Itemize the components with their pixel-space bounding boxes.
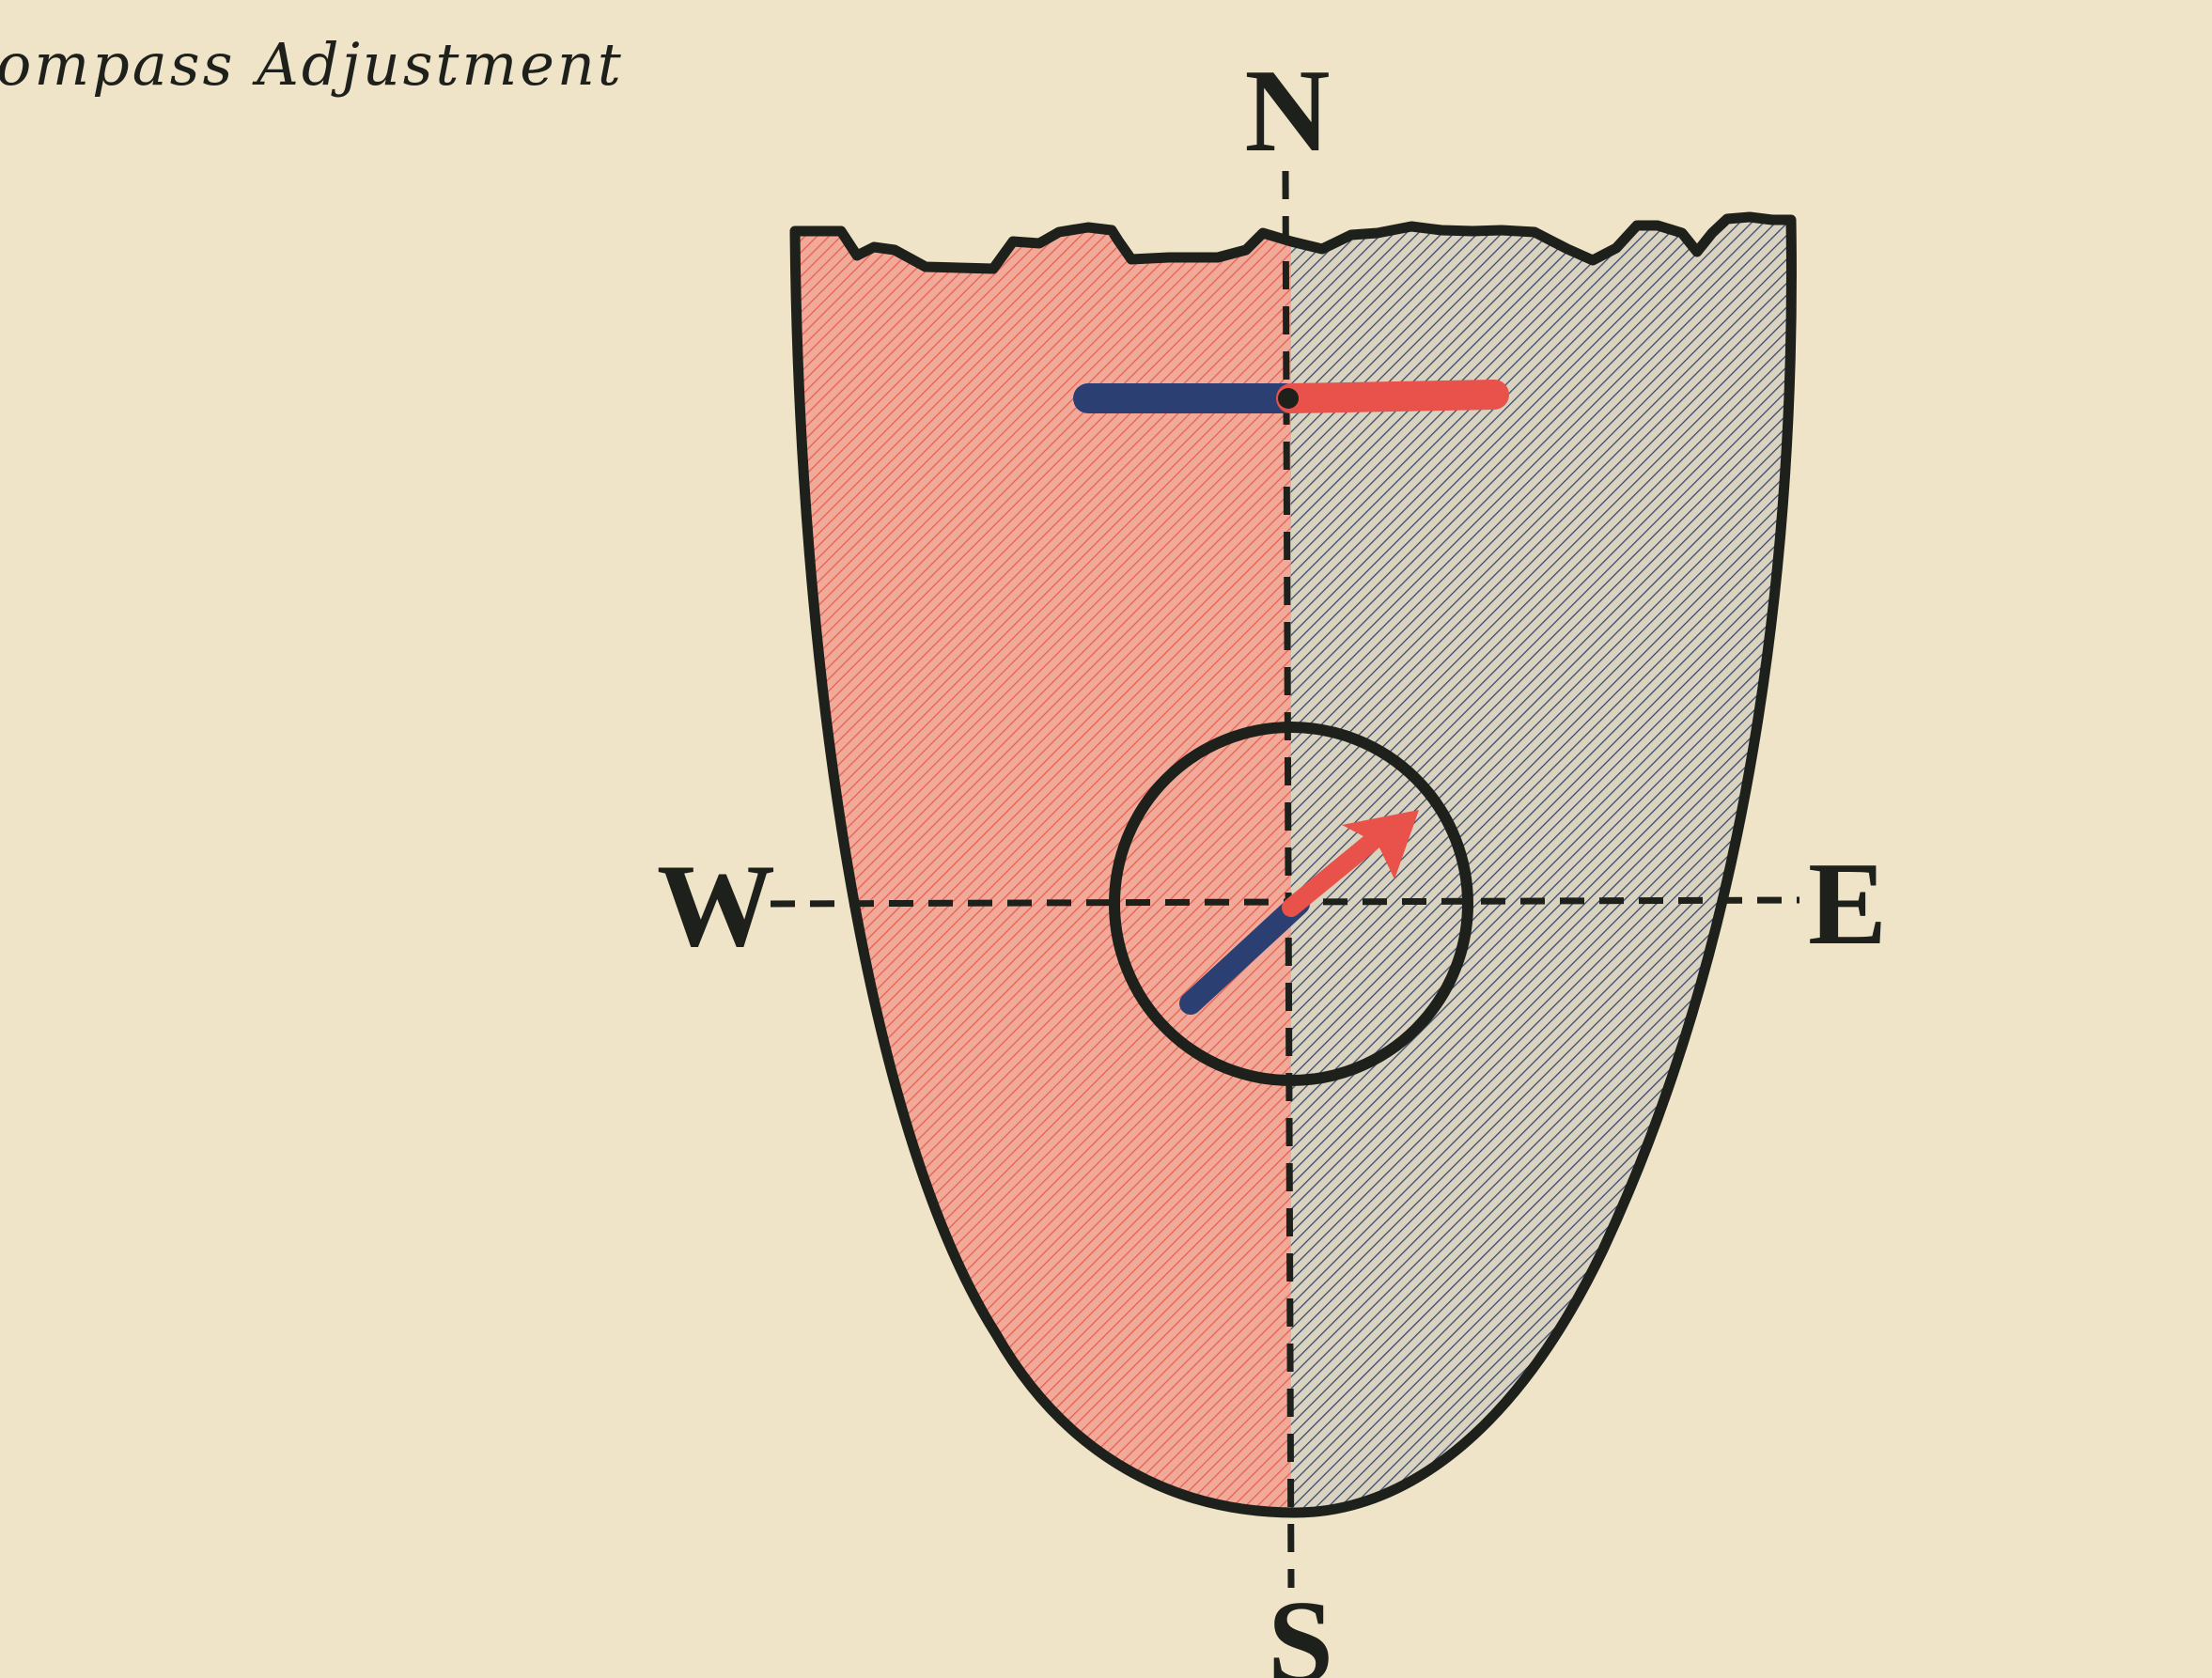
needle-red-end <box>1282 831 1383 917</box>
magnet-red-end <box>1276 380 1509 413</box>
south-label: S <box>1268 1577 1333 1678</box>
compass-bowl <box>1109 722 1473 1086</box>
needle-arrowhead-icon <box>1342 810 1419 879</box>
west-label: W <box>657 841 775 971</box>
compass-needle <box>1179 810 1419 1015</box>
magnet-pivot <box>1278 388 1299 409</box>
magnet-bar <box>1073 380 1509 413</box>
page-title: ompass Adjustment <box>0 30 624 99</box>
north-label: N <box>1245 46 1331 177</box>
east-label: E <box>1808 839 1887 970</box>
needle-blue-end <box>1179 893 1310 1015</box>
